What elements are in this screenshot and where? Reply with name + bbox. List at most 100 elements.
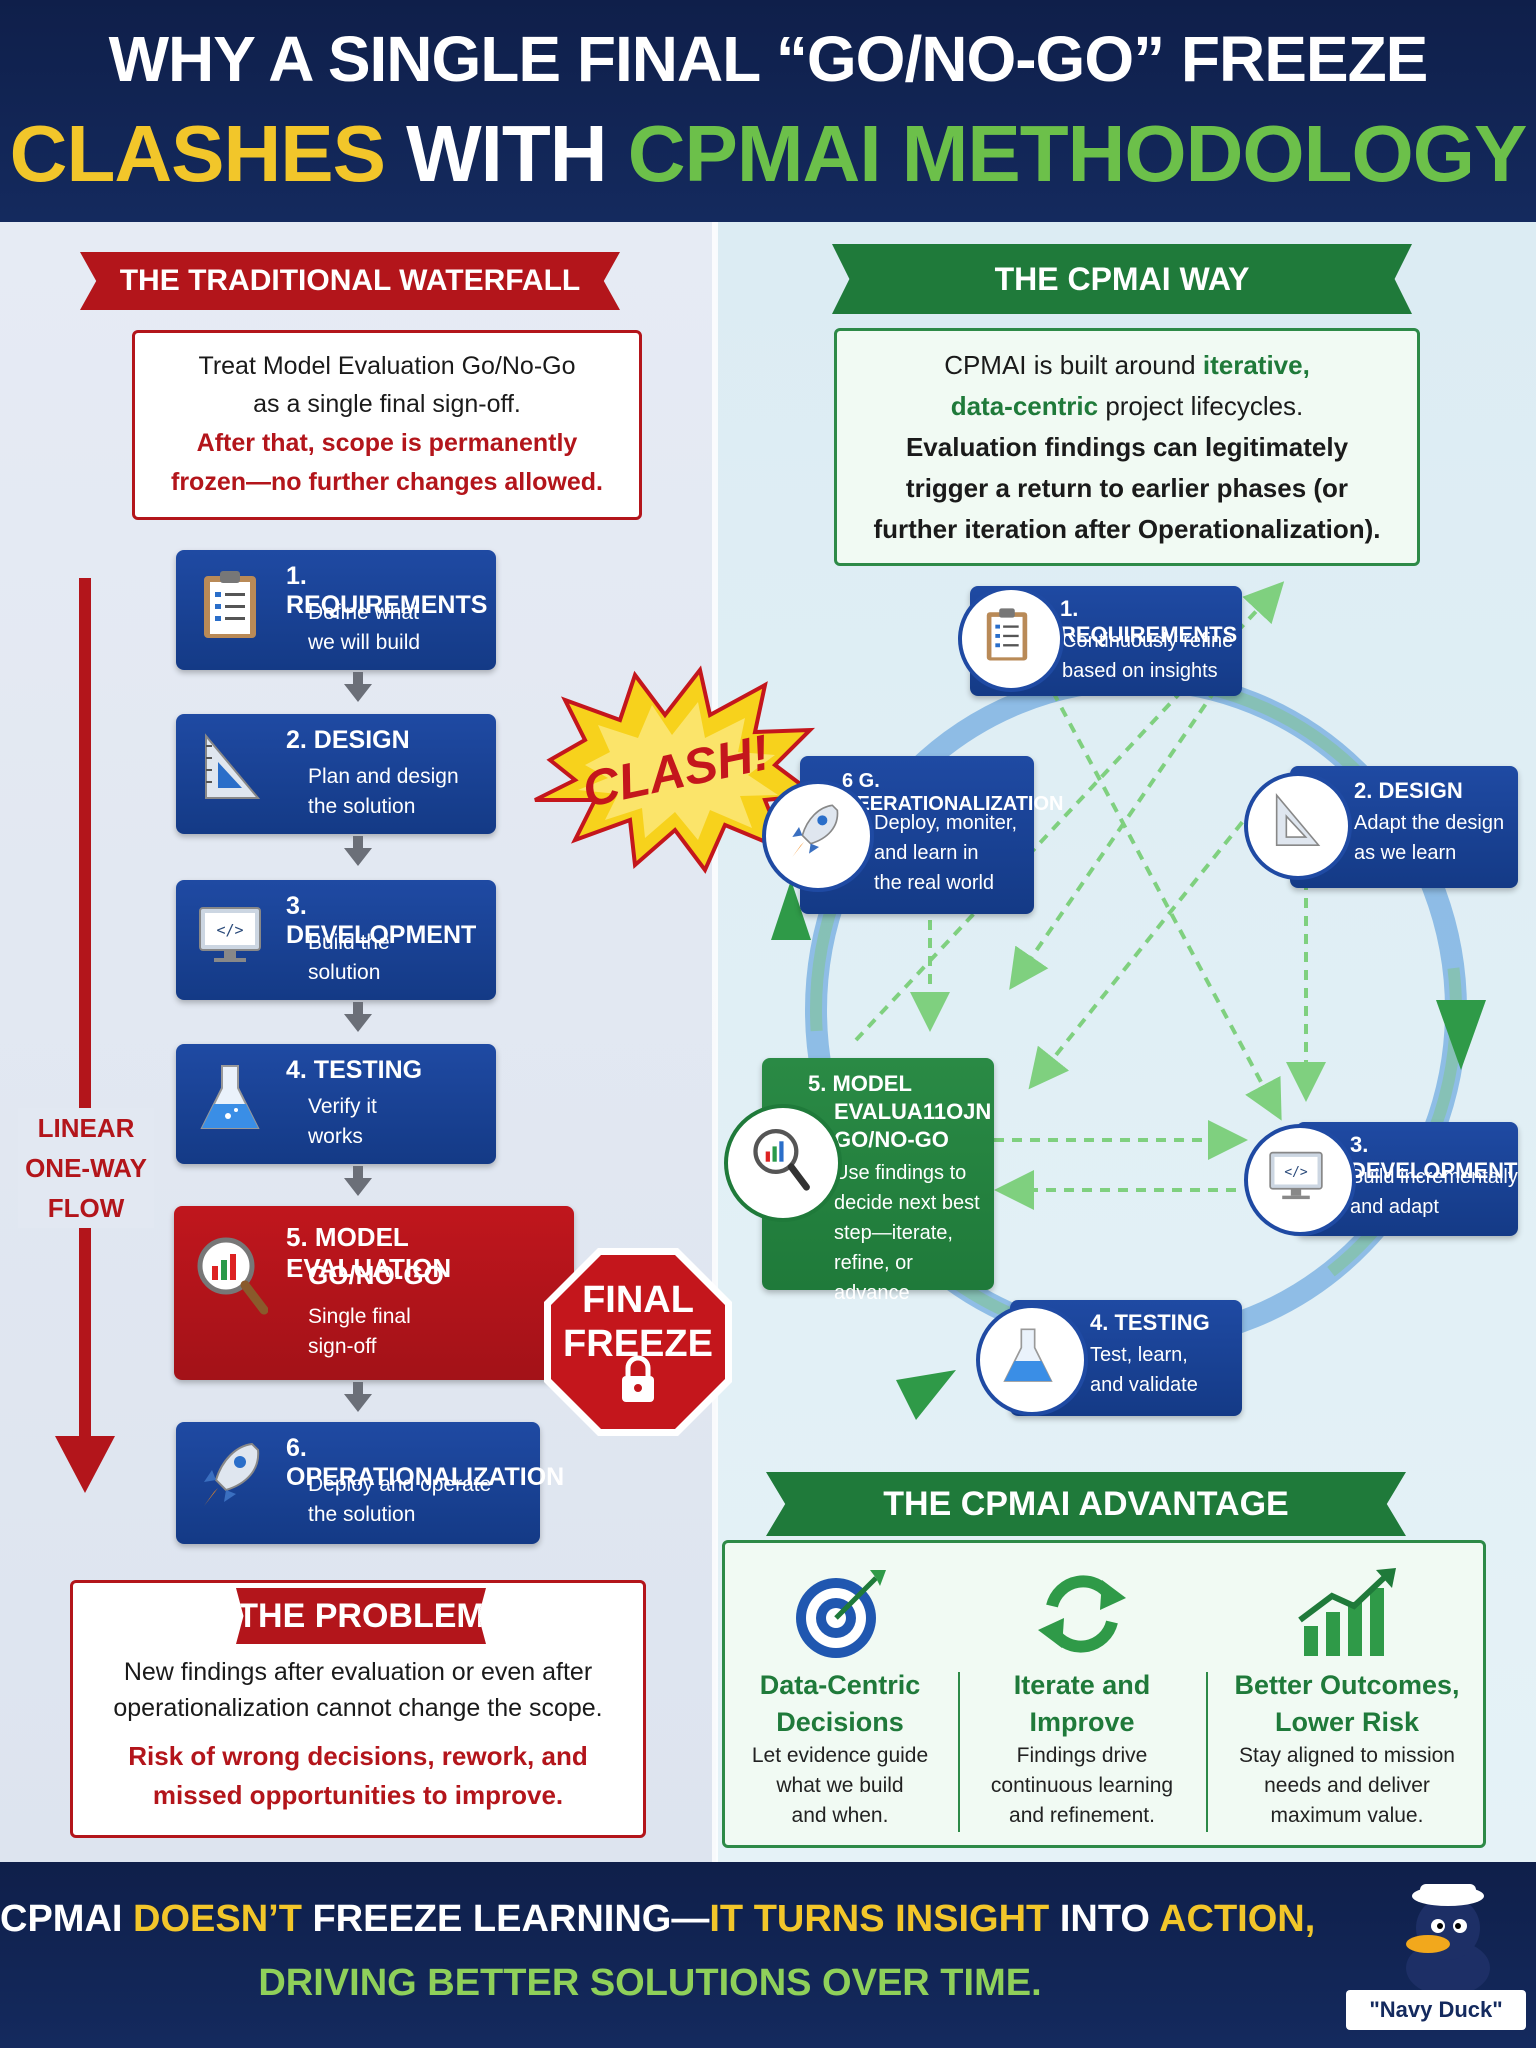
intro-highlight: data-centric <box>950 391 1099 421</box>
final-freeze-stop-sign <box>544 1248 732 1436</box>
problem-warning: missed opportunities to improve. <box>152 1780 564 1810</box>
node-desc-line: Adapt the design <box>1354 812 1505 834</box>
flow-connector-arrow <box>344 1394 372 1412</box>
step-desc-line: sign-off <box>308 1335 377 1358</box>
node-desc: Build incrementally and adapt <box>1350 1162 1518 1222</box>
cycle-arrows-icon <box>1038 1575 1126 1653</box>
node-desc-line: as we learn <box>1354 842 1457 864</box>
advantage-title: Decisions <box>776 1707 904 1737</box>
lock-icon <box>622 1355 654 1402</box>
intro-text: project lifecycles. <box>1098 391 1304 421</box>
flow-connector <box>353 672 363 684</box>
rocket-icon <box>204 1442 260 1506</box>
node-desc-line: Deploy, moniter, <box>874 812 1018 834</box>
clipboard-icon <box>986 608 1028 661</box>
intro-highlight: iterative, <box>1202 350 1310 380</box>
footer-highlight: ACTION, <box>1159 1898 1316 1940</box>
linear-flow-arrow <box>55 578 115 1493</box>
flow-connector-arrow <box>344 1014 372 1032</box>
step-desc-line: the solution <box>308 795 416 818</box>
step-title: 2. DESIGN <box>286 726 410 754</box>
clipboard-icon <box>204 571 256 638</box>
node-desc-line: step—iterate, <box>834 1222 953 1244</box>
step-desc-line: solution <box>308 961 381 984</box>
advantage-divider <box>958 1672 960 1832</box>
waterfall-intro-warning: frozen—no further changes allowed. <box>171 468 603 496</box>
cycle-arrow-head <box>896 1370 956 1420</box>
flow-connector <box>353 1166 363 1178</box>
node-desc-line: and validate <box>1090 1374 1198 1396</box>
cpmai-intro-line: further iteration after Operationalizati… <box>873 514 1381 544</box>
growth-chart-icon <box>1298 1568 1396 1656</box>
node-desc: Use findings to decide next best step—it… <box>834 1158 994 1308</box>
step-title: 4. TESTING <box>286 1056 423 1084</box>
node-icon-circle <box>1244 772 1352 880</box>
step-desc-line: Deploy and operate <box>308 1473 492 1496</box>
step-desc-line: Plan and design <box>308 765 459 788</box>
footer-banner <box>0 1862 1536 2048</box>
node-title: 5. MODEL EVALUA11OJN GO/NO-GO <box>808 1070 991 1154</box>
flask-icon <box>1003 1328 1053 1382</box>
waterfall-intro-line: as a single final sign-off. <box>253 390 521 418</box>
title-cpmai: CPMAI METHODOLOGY <box>627 109 1528 198</box>
stop-sign-text: FINAL FREEZE <box>540 1278 736 1366</box>
problem-warning: Risk of wrong decisions, rework, and <box>128 1741 588 1771</box>
advantage-desc: what we build <box>776 1774 904 1797</box>
node-desc-line: Use findings to <box>834 1162 967 1184</box>
advantage-desc: and when. <box>791 1804 889 1827</box>
node-title: 2. DESIGN <box>1354 778 1463 803</box>
step-title: GO/NO-GO <box>308 1260 444 1290</box>
node-title: 6 G. BEERATIONALIZATION <box>842 770 1064 815</box>
title-clashes: CLASHES <box>9 109 386 198</box>
problem-text: New findings after evaluation or even af… <box>70 1654 646 1814</box>
title-line-1: WHY A SINGLE FINAL “GO/NO-GO” FREEZE <box>108 23 1429 95</box>
node-desc-line: Continuously refine <box>1062 630 1234 652</box>
waterfall-intro-warning: After that, scope is permanently <box>196 429 578 457</box>
flow-connector-arrow <box>344 1178 372 1196</box>
cpmai-banner: THE CPMAI WAY <box>832 244 1412 314</box>
footer-text: CPMAI <box>0 1898 133 1940</box>
set-square-icon <box>1275 793 1321 846</box>
step-title: 3. DEVELOPMENT <box>286 892 477 949</box>
node-desc: Test, learn, and validate <box>1090 1340 1198 1400</box>
advantage-title: Data-Centric <box>759 1670 921 1700</box>
flow-label-line: LINEAR <box>37 1113 135 1143</box>
flow-connector-arrow <box>344 848 372 866</box>
cpmai-node-model-evaluation: 5. MODEL EVALUA11OJN GO/NO-GO Use findin… <box>762 1058 994 1304</box>
cpmai-intro-line: Evaluation findings can legitimately <box>905 432 1349 462</box>
step-title: 5. MODEL EVALUATION <box>286 1222 452 1283</box>
node-desc-line: and learn in <box>874 842 979 864</box>
target-icon <box>796 1570 886 1658</box>
node-title-line: EVALUA11OJN <box>834 1099 992 1124</box>
magnifier-chart-icon <box>197 1237 268 1315</box>
waterfall-step-design: 2. DESIGN Plan and design the solution <box>176 714 496 834</box>
node-icon-circle <box>976 1304 1088 1416</box>
node-desc-line: decide next best <box>834 1192 980 1214</box>
advantage-desc: Let evidence guide <box>751 1744 929 1767</box>
step-desc-line: Verify it <box>308 1095 377 1118</box>
panel-divider <box>712 222 718 1862</box>
flask-icon <box>200 1065 260 1129</box>
node-desc-line: Build incrementally <box>1350 1166 1518 1188</box>
node-desc-line: Test, learn, <box>1090 1344 1188 1366</box>
advantage-title: Lower Risk <box>1274 1707 1420 1737</box>
stop-sign-line: FINAL <box>582 1279 694 1321</box>
node-desc-line: and adapt <box>1350 1196 1439 1218</box>
cycle-arrow-head <box>771 880 811 940</box>
cpmai-intro-box: CPMAI is built around iterative, data-ce… <box>834 328 1420 566</box>
node-title-line: 5. MODEL <box>808 1071 912 1096</box>
flow-connector-arrow <box>344 684 372 702</box>
node-title: 1. REQUIREMENTS <box>1060 596 1238 647</box>
flow-label: LINEAR ONE-WAY FLOW <box>18 1108 154 1228</box>
title-with: WITH <box>406 109 607 198</box>
svg-text:</>: </> <box>216 921 243 939</box>
